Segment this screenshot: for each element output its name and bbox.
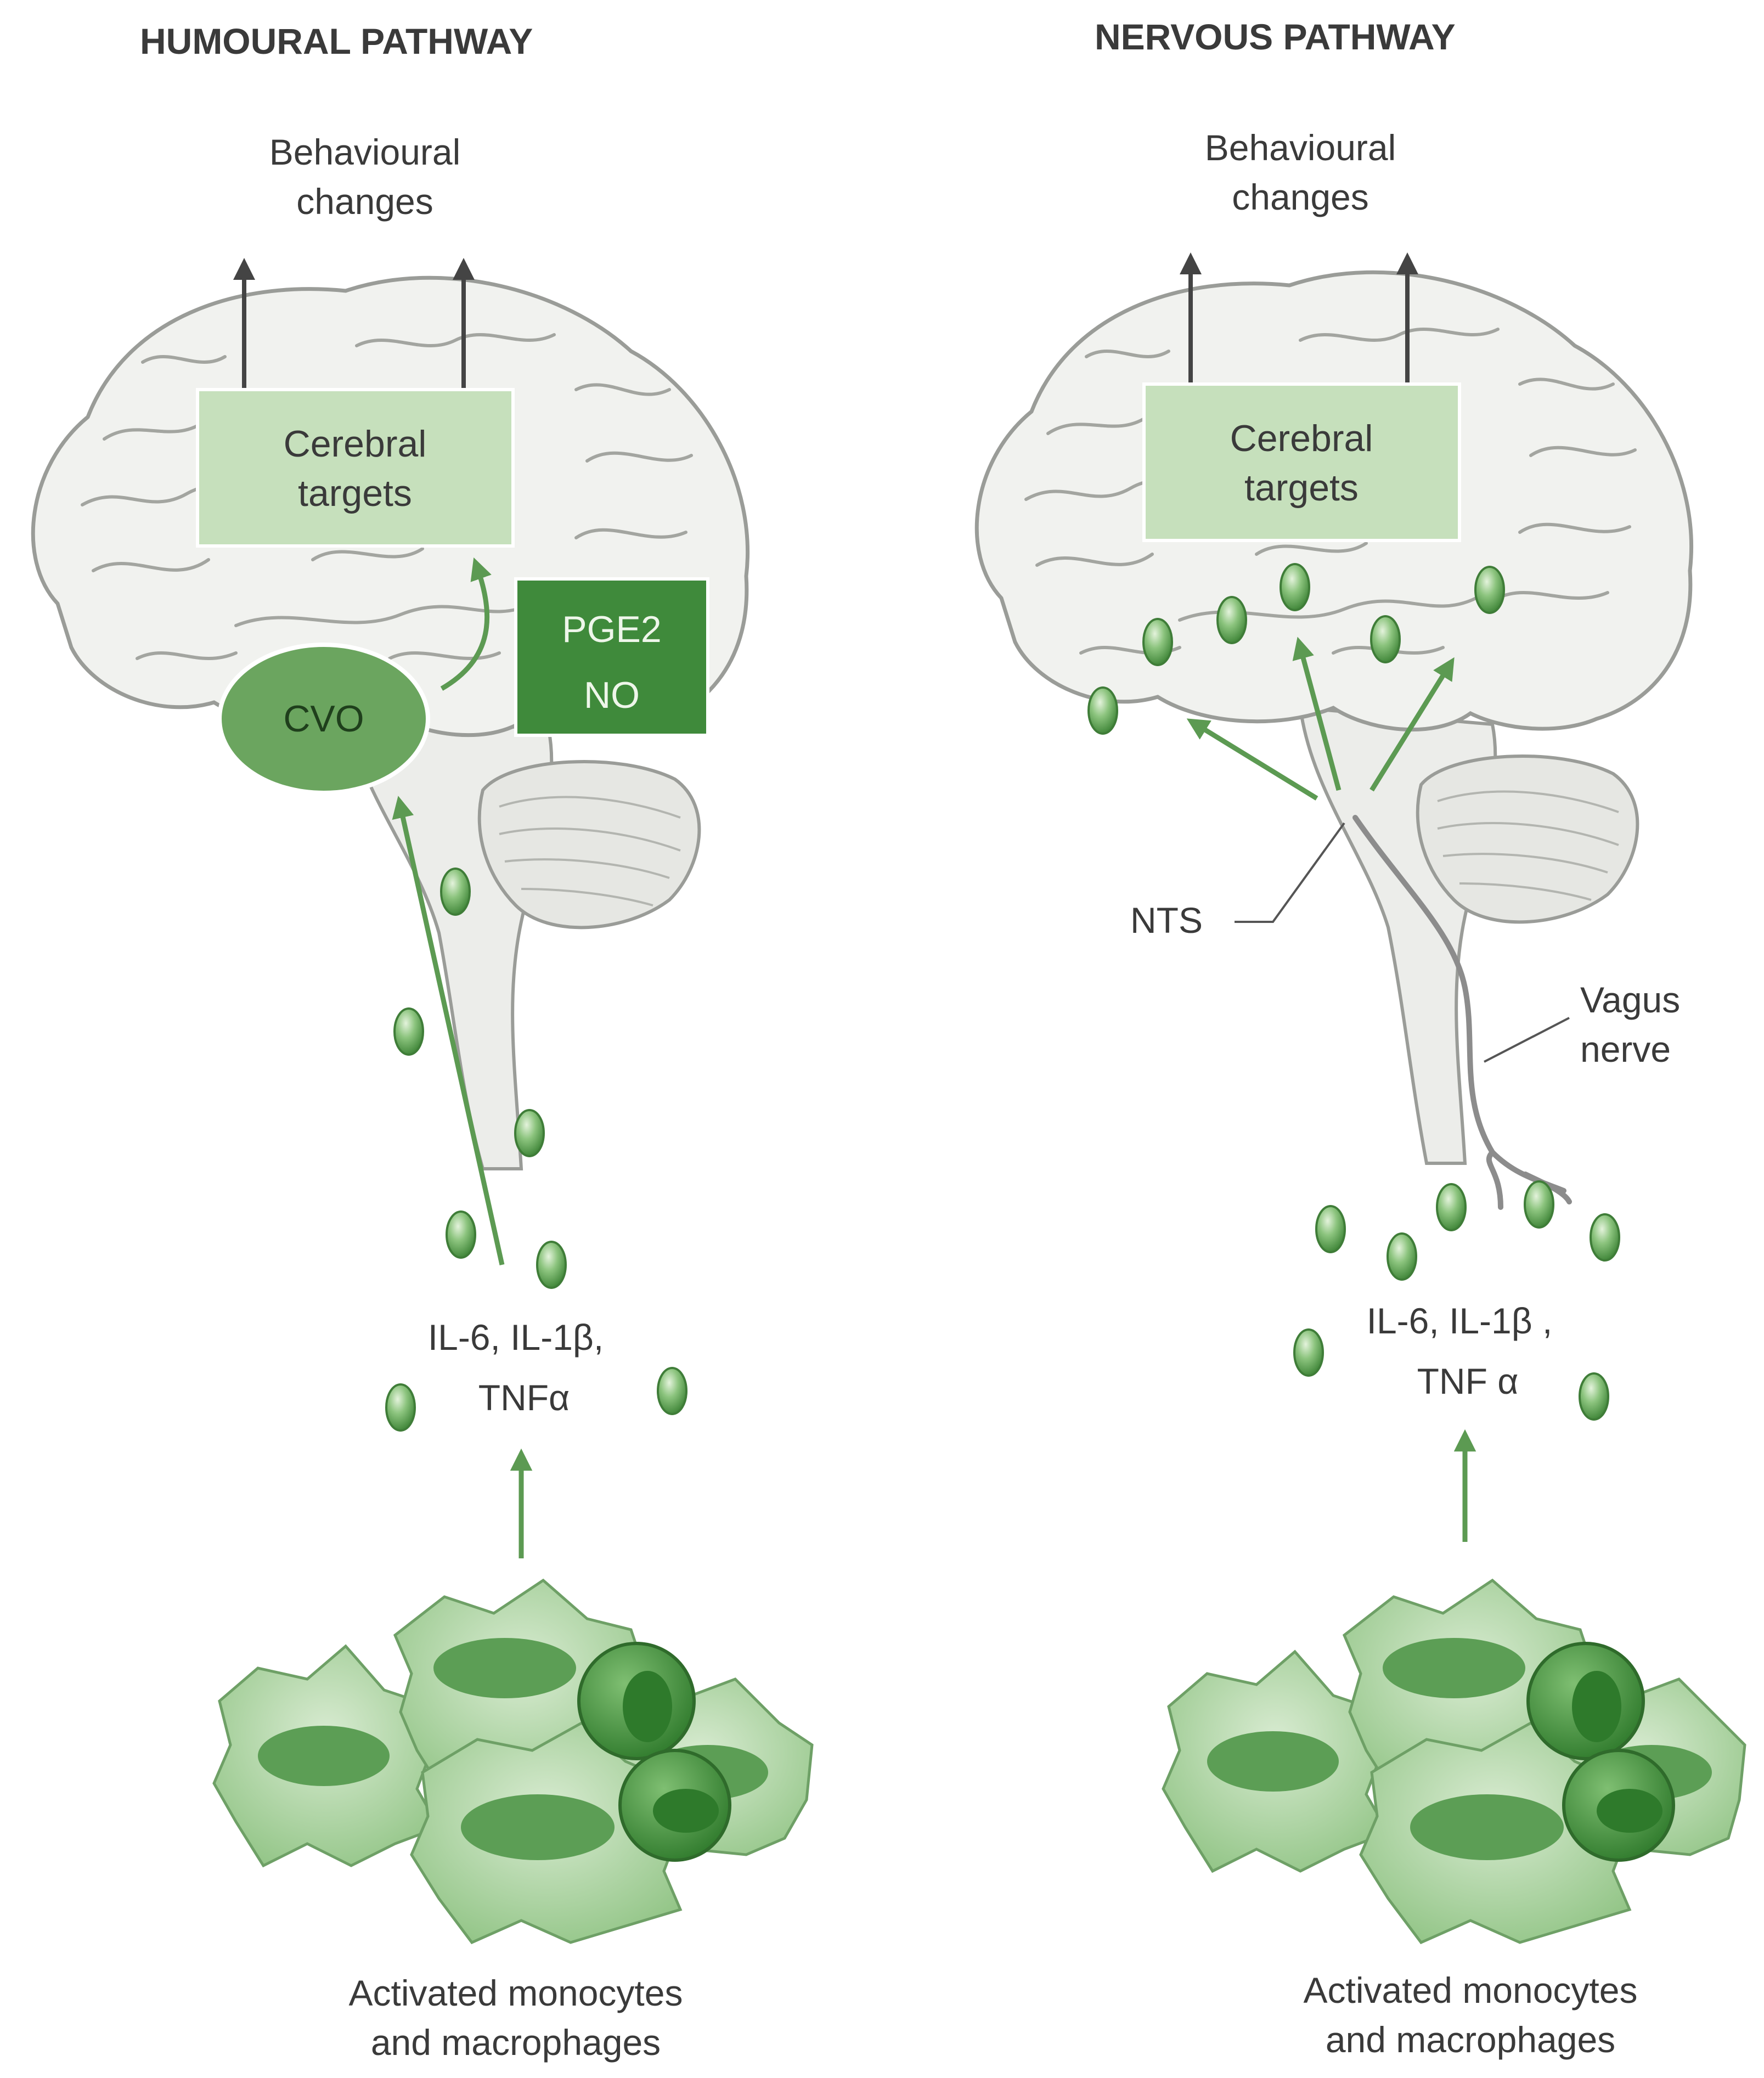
monocyte-nucleus — [623, 1671, 672, 1742]
cytokine-dot — [1087, 686, 1118, 735]
nervous-panel: NERVOUS PATHWAY Behavioural changes Cere… — [977, 16, 1746, 2060]
cytokine-dot — [440, 868, 471, 916]
cytokine-dot — [1579, 1372, 1609, 1421]
humoural-panel: HUMOURAL PATHWAY Behavioural changes Cer… — [33, 21, 814, 2063]
macrophage-nucleus — [258, 1726, 390, 1786]
humoural-target-line1: Cerebral — [284, 423, 427, 465]
nervous-target-line1: Cerebral — [1230, 418, 1373, 459]
macrophage-nucleus — [1207, 1731, 1339, 1792]
nts-arrow — [1186, 718, 1318, 801]
humoural-cvo-label: CVO — [283, 698, 364, 740]
cytokine-dot — [514, 1109, 545, 1157]
vagus-label-line2: nerve — [1580, 1029, 1671, 1069]
nervous-target-line2: targets — [1244, 467, 1359, 509]
vagus-nerve-branch — [1486, 1150, 1503, 1210]
macrophage-nucleus — [1410, 1794, 1564, 1860]
humoural-cytokines-line2: TNFα — [478, 1377, 570, 1418]
macrophage-nucleus — [1383, 1638, 1525, 1698]
nervous-behaviour-line1: Behavioural — [1205, 127, 1396, 168]
nervous-cytokines-line1: IL-6, IL-1β , — [1367, 1300, 1553, 1341]
monocyte-nucleus — [653, 1789, 719, 1833]
humoural-cytokines-line1: IL-6, IL-1β, — [428, 1317, 604, 1358]
cytokine-dot — [1370, 615, 1401, 663]
humoural-cell-cluster — [212, 1578, 814, 1945]
cytokine-dot — [385, 1383, 416, 1432]
macrophage-nucleus — [461, 1794, 615, 1860]
humoural-cvo — [217, 643, 430, 795]
nervous-target-box — [1142, 382, 1461, 542]
nervous-cells-line2: and macrophages — [1326, 2019, 1615, 2060]
vagus-leader — [1484, 1017, 1570, 1063]
nervous-cells-line1: Activated monocytes — [1304, 1970, 1638, 2011]
nts-leader — [1235, 822, 1345, 923]
vagus-label-line1: Vagus — [1580, 979, 1680, 1020]
cytokine-dot — [1436, 1183, 1467, 1231]
cytokine-dot — [446, 1210, 476, 1259]
humoural-behaviour-line2: changes — [296, 181, 433, 222]
cytokine-dot — [1293, 1328, 1324, 1377]
monocyte-nucleus — [1597, 1789, 1662, 1833]
cytokine-dot — [1524, 1180, 1554, 1229]
nervous-cytokines-line2: TNF α — [1417, 1361, 1519, 1401]
cytokine-dot — [1315, 1205, 1346, 1253]
cytokine-dot — [536, 1241, 567, 1289]
nervous-behaviour-line2: changes — [1232, 177, 1369, 217]
vagus-nerve — [1352, 815, 1566, 1193]
nervous-cerebellum — [1416, 754, 1639, 924]
humoural-cells-line1: Activated monocytes — [349, 1973, 683, 2013]
cytokine-dot — [1280, 563, 1310, 611]
vagus-nerve-branch — [1523, 1172, 1572, 1204]
nts-arrow — [1370, 657, 1455, 792]
humoural-cvo-to-target-arrow — [440, 557, 492, 691]
humoural-cells-line2: and macrophages — [371, 2022, 661, 2063]
humoural-target-line2: targets — [298, 472, 412, 514]
macrophage-nucleus — [433, 1638, 576, 1698]
humoural-mediator-line1: PGE2 — [562, 609, 661, 650]
nervous-cell-cluster — [1162, 1578, 1746, 1945]
humoural-behaviour-line1: Behavioural — [269, 132, 461, 172]
monocyte-nucleus — [1572, 1671, 1621, 1742]
cytokine-dot — [1142, 618, 1173, 666]
cytokine-dot — [1387, 1232, 1417, 1281]
nts-label: NTS — [1130, 900, 1203, 941]
humoural-mediator-box — [514, 577, 709, 737]
humoural-cytokine-to-cvo-arrow — [392, 796, 505, 1265]
nervous-title: NERVOUS PATHWAY — [1095, 16, 1456, 57]
humoural-title: HUMOURAL PATHWAY — [140, 21, 533, 61]
humoural-cerebellum — [477, 760, 701, 930]
cytokine-dot — [1590, 1213, 1620, 1262]
cytokine-dot — [1474, 566, 1505, 614]
humoural-mediator-line2: NO — [584, 674, 640, 716]
humoural-target-box — [196, 388, 515, 548]
cytokine-dot — [393, 1007, 424, 1056]
cytokine-dot — [1216, 596, 1247, 644]
cytokine-dot — [657, 1367, 687, 1415]
nts-arrow — [1292, 637, 1342, 791]
